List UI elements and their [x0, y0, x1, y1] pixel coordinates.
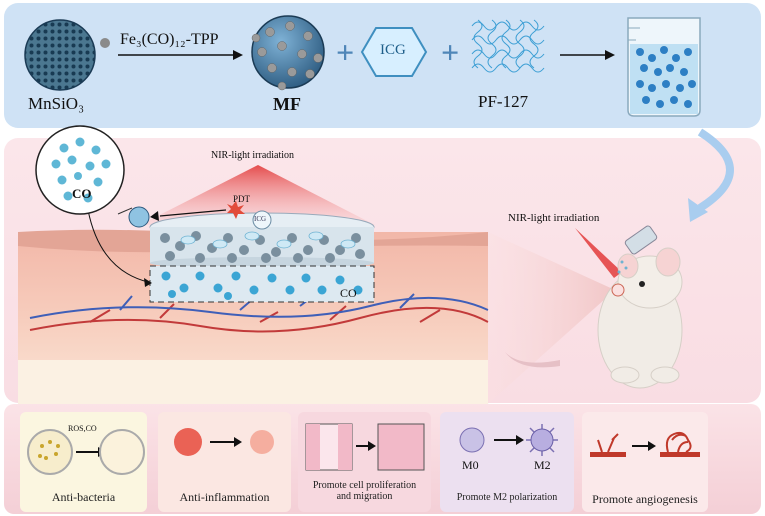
spray-vial	[617, 225, 658, 274]
ros-co-label: ROS,CO	[68, 424, 97, 433]
mnsio3-label: MnSiO₃	[28, 94, 84, 113]
co-release-arrow	[159, 209, 227, 217]
mnsio3-sphere	[24, 19, 96, 91]
co-layer-particles	[161, 271, 363, 300]
reagent-label: Fe₃(CO)₁₂-TPP	[120, 31, 219, 48]
beaker	[627, 17, 701, 117]
treatment-graphics	[18, 125, 734, 404]
m2-polarization-graphic	[459, 424, 558, 456]
proliferation-label-1: Promote cell proliferation	[312, 480, 417, 491]
flow-arrow	[697, 128, 734, 212]
synthesis-graphics: + +	[24, 15, 701, 117]
pdt-label: PDT	[233, 194, 251, 204]
plus-sign-1: +	[336, 34, 354, 70]
card-m2-polarization: M0 M2 Promote M2 polarization	[440, 412, 574, 512]
fe-co-particle	[100, 38, 110, 48]
anti-bacteria-graphic	[27, 429, 145, 475]
pdt-burst	[227, 201, 245, 219]
icg-label: ICG	[380, 42, 406, 58]
proliferation-label-2: and migration	[336, 491, 393, 502]
pf127-mesh	[471, 19, 545, 73]
m0-label: M0	[462, 458, 479, 472]
mf-label: MF	[273, 94, 301, 114]
angiogenesis-label: Promote angiogenesis	[592, 492, 698, 506]
icg-small-circle	[252, 210, 272, 230]
icg-small-label: ICG	[254, 215, 267, 223]
blood-vessels-blue	[29, 293, 489, 319]
anti-inflammation-graphic	[174, 428, 274, 456]
card-anti-bacteria: ROS,CO Anti-bacteria	[20, 412, 147, 512]
icg-hexagon	[360, 27, 428, 77]
proliferation-graphic	[305, 423, 425, 471]
m2-polarization-label: Promote M2 polarization	[456, 492, 558, 503]
mf-small-sphere	[128, 206, 150, 228]
co-bubble-label: CO	[72, 186, 92, 201]
card-angiogenesis: Promote angiogenesis	[582, 412, 708, 512]
card-anti-inflammation: Anti-inflammation	[158, 412, 291, 512]
nir-top-label: NIR-light irradiation	[211, 150, 295, 161]
co-layer-label: CO	[340, 286, 357, 300]
co-layer	[149, 265, 375, 303]
nir-beam-top	[140, 165, 375, 225]
angiogenesis-graphic	[590, 431, 700, 457]
projection-wedge	[488, 232, 615, 404]
nir-mouse-label: NIR-light irradiation	[508, 212, 600, 224]
co-bubble	[35, 125, 125, 215]
m2-label: M2	[534, 458, 551, 472]
hydrogel-particles	[160, 231, 365, 263]
nir-beam-mouse	[575, 228, 622, 278]
card-proliferation: Promote cell proliferation and migration	[298, 412, 431, 512]
pf127-label: PF-127	[478, 92, 529, 111]
mouse	[505, 247, 683, 389]
anti-inflammation-label: Anti-inflammation	[179, 490, 270, 504]
plus-sign-2: +	[441, 34, 459, 70]
proliferation-caption: Promote cell proliferation and migration	[298, 480, 431, 502]
anti-bacteria-label: Anti-bacteria	[51, 490, 116, 504]
